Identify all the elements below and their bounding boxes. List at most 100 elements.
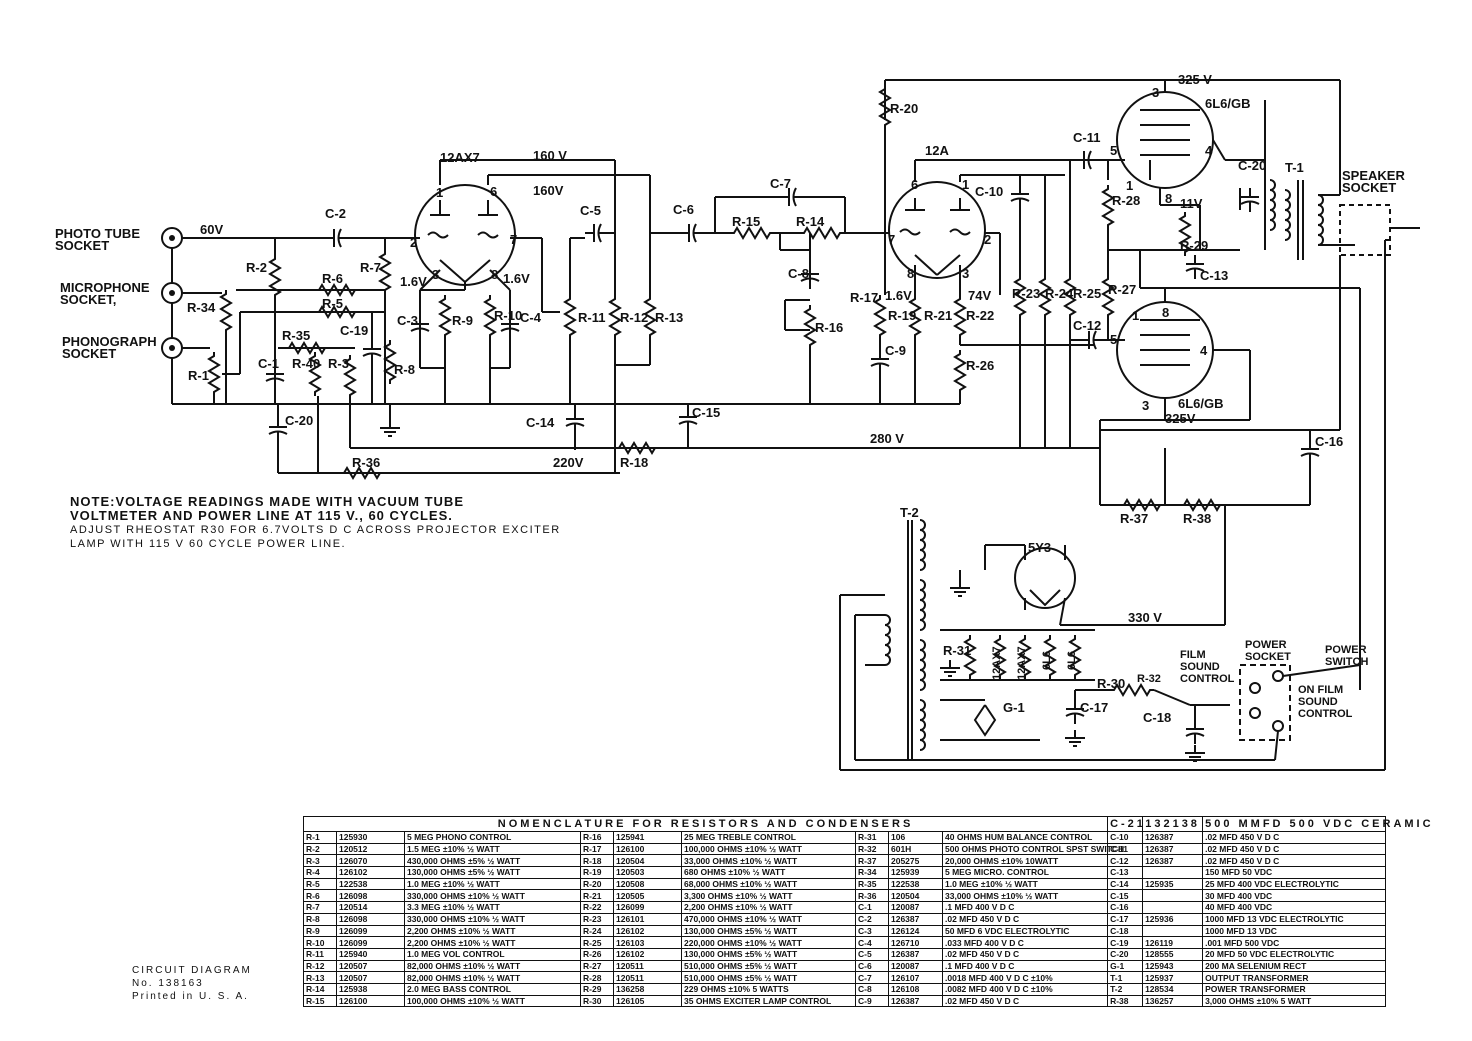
svg-text:C-12: C-12 — [1073, 318, 1101, 333]
table-cell: .1 MFD 400 V D C — [941, 959, 1109, 973]
table-cell: 33,000 OHMS ±10% ½ WATT — [941, 889, 1109, 903]
microphone-jack-icon[interactable] — [161, 282, 183, 304]
svg-text:R-3: R-3 — [328, 356, 349, 371]
table-cell: 126098 — [336, 889, 405, 903]
wiring-tone — [542, 160, 880, 473]
table-cell: .02 MFD 450 V D C — [1202, 842, 1387, 856]
svg-text:C-7: C-7 — [770, 176, 791, 191]
table-cell: C-14 — [1107, 877, 1144, 891]
voltage-note: NOTE:VOLTAGE READINGS MADE WITH VACUUM T… — [70, 494, 561, 551]
table-cell: R-4 — [303, 866, 337, 879]
table-cell: C-10 — [1107, 831, 1144, 844]
table-cell: 125940 — [336, 947, 405, 961]
table-cell: R-2 — [303, 842, 337, 856]
svg-text:T-1: T-1 — [1285, 160, 1304, 175]
svg-text:R-12: R-12 — [620, 310, 648, 325]
tube-label-12a: 12A — [925, 143, 949, 158]
table-cell: 125930 — [336, 831, 405, 844]
table-cell: 25 MFD 400 VDC ELECTROLYTIC — [1202, 877, 1387, 891]
svg-text:R-15: R-15 — [732, 214, 760, 229]
table-cell: 120514 — [336, 901, 405, 914]
table-cell: 126100 — [336, 994, 405, 1008]
table-cell: 82,000 OHMS ±10% ½ WATT — [404, 959, 581, 973]
svg-text:5: 5 — [1110, 143, 1117, 158]
table-cell: 330,000 OHMS ±10% ½ WATT — [404, 889, 581, 903]
tube-label-5y3: 5Y3 — [1028, 540, 1051, 555]
heater-tube-labels: 12AX7 12AX7 6L6 6L6 — [991, 646, 1078, 680]
table-cell: 3,000 OHMS ±10% 5 WATT — [1202, 994, 1387, 1008]
table-cell: .02 MFD 450 V D C — [1202, 831, 1387, 844]
table-cell: 126107 — [888, 971, 943, 984]
svg-text:R-37: R-37 — [1120, 511, 1148, 526]
svg-text:C-17: C-17 — [1080, 700, 1108, 715]
table-cell: 120087 — [888, 901, 943, 914]
table-cell: 20,000 OHMS ±10% 10WATT — [941, 854, 1109, 868]
phonograph-jack-icon[interactable] — [161, 337, 183, 359]
table-cell: 126102 — [613, 924, 682, 938]
table-cell: 120087 — [888, 959, 943, 973]
svg-text:R-32: R-32 — [1137, 673, 1161, 685]
wiring-bplus — [1060, 255, 1341, 626]
table-cell — [1142, 901, 1204, 914]
table-cell: 120512 — [336, 842, 405, 856]
table-cell: 125939 — [888, 866, 943, 879]
table-cell: R-36 — [855, 889, 889, 903]
table-cell: 3,300 OHMS ±10% ½ WATT — [681, 889, 856, 903]
table-cell: 25 MEG TREBLE CONTROL — [681, 831, 856, 844]
table-cell: R-23 — [580, 912, 614, 926]
table-cell: 229 OHMS ±10% 5 WATTS — [681, 982, 856, 996]
table-cell: R-12 — [303, 959, 337, 973]
svg-text:R-22: R-22 — [966, 308, 994, 323]
svg-text:2: 2 — [984, 232, 991, 247]
table-cell — [1142, 889, 1204, 903]
photo-tube-jack-icon[interactable] — [161, 227, 183, 249]
svg-text:C-18: C-18 — [1143, 710, 1171, 725]
voltage-74v: 74V — [968, 288, 991, 303]
component-labels: 60V 160 V 160V 1.6V 1.6V 1.6V 74V 325 V … — [187, 72, 1405, 725]
table-cell: 125937 — [1142, 971, 1204, 984]
table-cell: C-13 — [1107, 866, 1144, 879]
table-title: NOMENCLATURE FOR RESISTORS AND CONDENSER… — [302, 816, 1109, 832]
table-cell: C-9 — [855, 994, 889, 1008]
table-cell: R-13 — [303, 971, 337, 984]
table-cell: C-6 — [855, 959, 889, 973]
voltage-1-6v-a: 1.6V — [400, 274, 427, 289]
table-cell: R-30 — [580, 994, 614, 1008]
svg-text:C-15: C-15 — [692, 405, 720, 420]
table-cell: C-12 — [1107, 854, 1144, 868]
power-supply — [839, 519, 1385, 771]
svg-text:R-17: R-17 — [850, 290, 878, 305]
table-cell: 601H — [888, 842, 943, 856]
svg-text:C-5: C-5 — [580, 203, 601, 218]
table-cell: 33,000 OHMS ±10% ½ WATT — [681, 854, 856, 868]
table-cell: 5 MEG PHONO CONTROL — [404, 831, 581, 844]
table-cell: 126099 — [336, 924, 405, 938]
table-cell: R-19 — [580, 866, 614, 879]
table-cell: R-10 — [303, 936, 337, 949]
svg-text:C-8: C-8 — [788, 266, 809, 281]
table-cell: 126387 — [888, 947, 943, 961]
table-cell: R-6 — [303, 889, 337, 903]
table-cell: 680 OHMS ±10% ½ WATT — [681, 866, 856, 879]
table-cell: R-37 — [855, 854, 889, 868]
table-cell: 40 OHMS HUM BALANCE CONTROL — [941, 831, 1109, 844]
table-cell: 122538 — [336, 877, 405, 891]
svg-text:6L6: 6L6 — [1066, 651, 1078, 670]
svg-text:C-10: C-10 — [975, 184, 1003, 199]
svg-text:8: 8 — [1162, 305, 1169, 320]
table-cell: 126098 — [336, 912, 405, 926]
output-transformer — [1239, 179, 1420, 770]
voltage-1-6v-b: 1.6V — [503, 271, 530, 286]
svg-text:C-4: C-4 — [520, 310, 542, 325]
table-cell: R-34 — [855, 866, 889, 879]
svg-text:12AX7: 12AX7 — [991, 646, 1003, 680]
